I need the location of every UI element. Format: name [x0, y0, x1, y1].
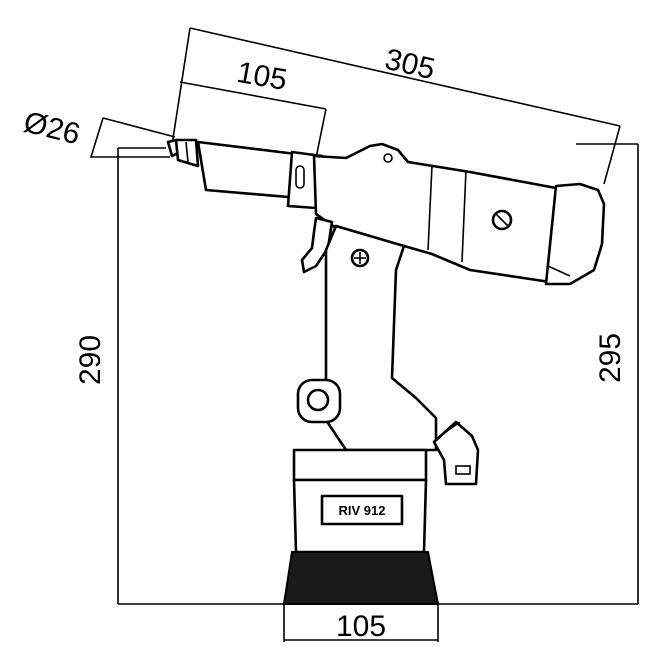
dim-nose-length: 105: [234, 56, 289, 97]
dim-base-width: 105: [336, 610, 386, 643]
base-foot: [282, 551, 440, 605]
top-vent-icon: [383, 153, 393, 163]
rivet-tool: RIV 912: [166, 138, 606, 605]
nose-tip: [166, 138, 200, 168]
dim-height-right: 295: [594, 333, 627, 383]
model-label-text: RIV 912: [339, 503, 386, 518]
model-label-plate: RIV 912: [320, 494, 404, 526]
trigger: [300, 216, 334, 274]
dim-overall-length: 305: [382, 43, 438, 86]
inlet-slot-icon: [455, 465, 471, 475]
base-collar: [292, 448, 428, 482]
air-inlet-fitting: [432, 420, 480, 486]
rear-end-cap: [544, 182, 606, 286]
dim-height-left: 290: [74, 335, 107, 385]
nose-housing: [196, 140, 302, 200]
handle-grip: [324, 224, 438, 452]
dimension-lines: [89, 27, 639, 642]
dim-nose-diameter: Ø26: [20, 106, 83, 152]
side-knob: [296, 378, 342, 424]
